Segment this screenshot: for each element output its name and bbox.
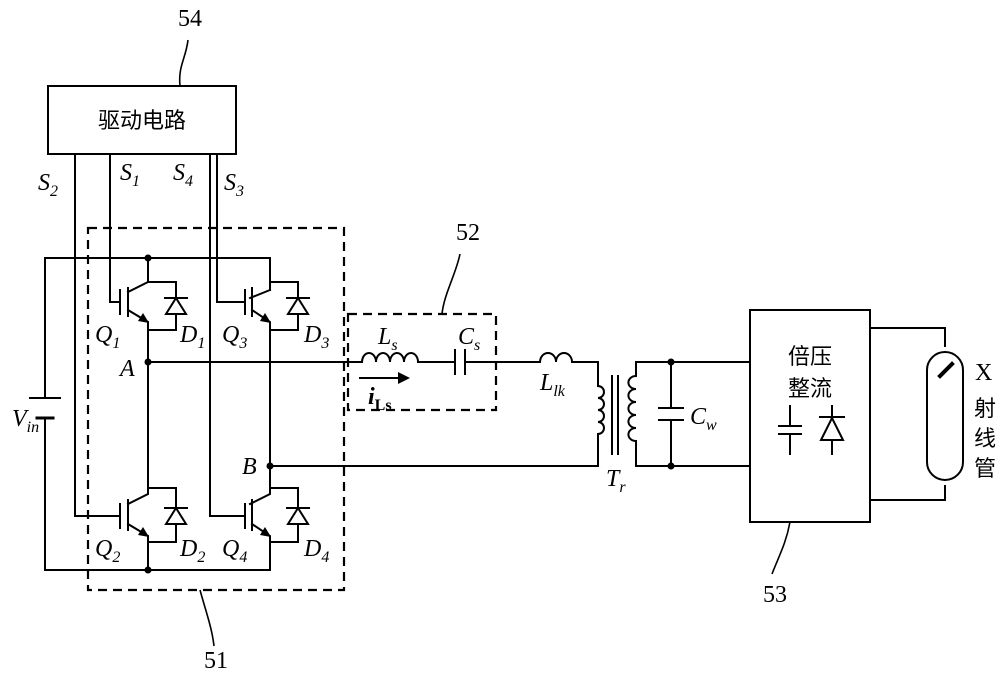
tube-wires (869, 327, 946, 501)
transformer-secondary (627, 361, 637, 467)
transformer-core (611, 375, 619, 455)
ref-54: 54 (178, 6, 202, 32)
current-arrow-head (398, 372, 410, 384)
multiplier-diode-icon (819, 405, 845, 455)
d2-diode (147, 487, 188, 543)
label-vin: Vin (12, 406, 39, 436)
label-ils: iLs (368, 384, 392, 414)
h-bridge-dashed-box (86, 226, 346, 592)
capacitor-cs (454, 349, 466, 375)
xray-label-x: X (975, 360, 992, 386)
d4-diode (269, 487, 310, 543)
bottom-rail (44, 547, 271, 571)
label-q4: Q4 (222, 536, 247, 566)
label-d2: D2 (179, 536, 205, 566)
driver-circuit-label: 驱动电路 (98, 109, 186, 134)
ref-53: 53 (763, 582, 787, 608)
secondary-wires (635, 361, 751, 467)
label-llk: Llk (539, 370, 566, 400)
label-s4: S4 (173, 160, 193, 190)
wire-b-to-transformer (269, 439, 599, 467)
junction-cw-bottom (667, 462, 675, 470)
q4-igbt (244, 465, 271, 549)
label-cs: Cs (458, 324, 480, 354)
q3-igbt (244, 287, 272, 467)
label-d4: D4 (303, 536, 329, 566)
label-s2: S2 (38, 170, 58, 200)
xray-label-3: 管 (974, 457, 996, 482)
label-s3: S3 (224, 170, 244, 200)
label-q2: Q2 (95, 536, 120, 566)
leader-51 (199, 589, 215, 647)
label-node-a: A (118, 356, 135, 382)
inductor-llk (538, 352, 599, 387)
leader-53 (771, 521, 791, 575)
driver-circuit-box (47, 85, 237, 155)
tube-anode-mark (937, 361, 955, 379)
multiplier-label-1: 倍压 (788, 345, 832, 370)
label-ls: Ls (377, 324, 398, 354)
wire-s4 (209, 153, 246, 517)
label-cw: Cw (690, 404, 717, 434)
leader-54 (178, 39, 189, 87)
label-s1: S1 (120, 160, 140, 190)
q1-igbt (109, 257, 149, 363)
wire-s2 (74, 153, 111, 517)
ref-51: 51 (204, 648, 228, 674)
label-tr: Tr (606, 466, 626, 496)
label-d1: D1 (179, 322, 205, 352)
capacitor-cw (658, 407, 684, 421)
leader-52 (441, 253, 461, 315)
label-q3: Q3 (222, 322, 247, 352)
transformer-primary (596, 384, 605, 441)
multiplier-capacitor-icon (778, 405, 802, 455)
wire-s3 (216, 153, 246, 303)
top-rail (44, 257, 271, 291)
multiplier-label-2: 整流 (788, 377, 832, 402)
junction-cw-top (667, 358, 675, 366)
d3-diode (269, 281, 310, 331)
d1-diode (147, 281, 188, 331)
multiplier-box (749, 309, 871, 523)
inductor-ls (360, 352, 456, 364)
q2-igbt (109, 479, 149, 571)
label-node-b: B (242, 454, 257, 480)
ref-52: 52 (456, 220, 480, 246)
xray-tube-envelope (926, 351, 964, 481)
label-d3: D3 (303, 322, 329, 352)
xray-label-1: 射 (974, 397, 996, 422)
label-q1: Q1 (95, 322, 120, 352)
xray-label-2: 线 (974, 427, 996, 452)
